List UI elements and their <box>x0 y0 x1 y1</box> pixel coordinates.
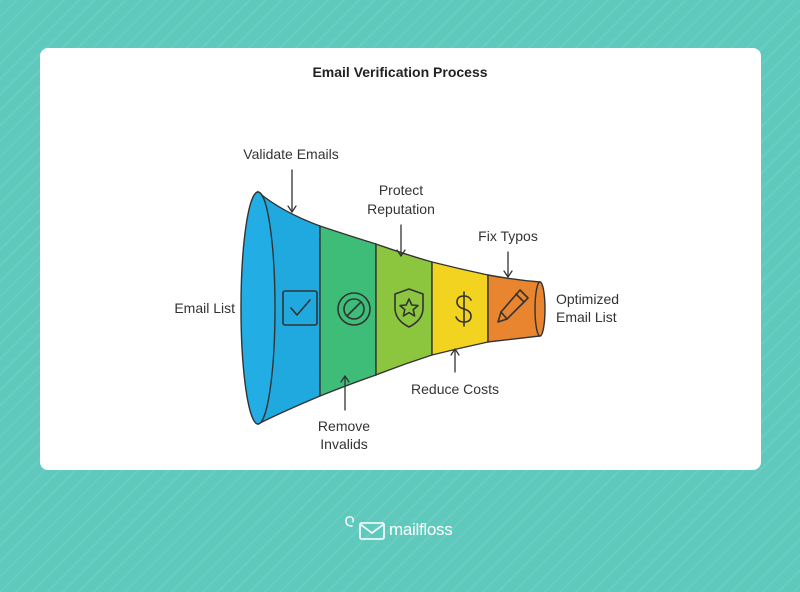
funnel-stage-fix <box>487 274 541 343</box>
shield-star-icon <box>394 288 424 328</box>
label-optimized-line1: Optimized <box>556 291 619 307</box>
funnel <box>240 190 546 426</box>
arrow-remove-icon <box>340 375 350 411</box>
envelope-icon <box>345 516 385 540</box>
arrow-validate-icon <box>287 169 297 213</box>
funnel-mouth <box>240 191 276 425</box>
label-protect-line2: Reputation <box>367 201 435 217</box>
arrows <box>287 169 513 411</box>
dollar-icon <box>455 291 472 327</box>
block-icon <box>337 292 371 326</box>
label-reduce-costs: Reduce Costs <box>411 381 499 397</box>
label-optimized-line2: Email List <box>556 309 617 325</box>
brand-logo: mailfloss <box>344 514 464 544</box>
funnel-end <box>534 281 546 337</box>
label-remove-line2: Invalids <box>320 436 367 452</box>
label-fix-typos: Fix Typos <box>478 228 538 244</box>
arrow-protect-icon <box>396 224 406 257</box>
funnel-stage-remove <box>319 225 377 398</box>
label-email-list: Email List <box>174 300 235 316</box>
diagram-title: Email Verification Process <box>312 64 488 80</box>
funnel-stage-reduce <box>431 261 489 356</box>
checkbox-icon <box>282 290 318 326</box>
label-remove-line1: Remove <box>318 418 370 434</box>
label-protect-line1: Protect <box>379 182 423 198</box>
pencil-icon <box>497 289 529 323</box>
arrow-fix-icon <box>503 251 513 278</box>
label-validate-emails: Validate Emails <box>243 146 338 162</box>
brand-name: mailfloss <box>389 520 453 539</box>
arrow-reduce-icon <box>450 348 460 373</box>
